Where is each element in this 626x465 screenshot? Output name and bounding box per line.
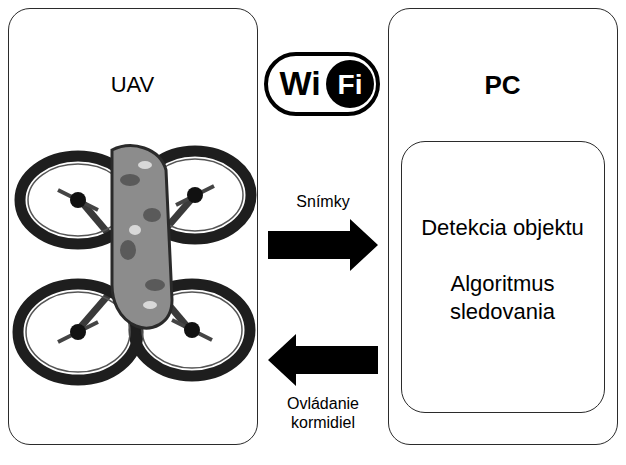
box-title: UAV [33, 71, 233, 99]
drone-picture [18, 146, 251, 380]
wifi-circle [326, 60, 374, 108]
drone-hull [112, 146, 172, 328]
module-box: Detekcia objektuAlgoritmus sledovania [401, 141, 605, 413]
logo-text: Wi [274, 63, 326, 104]
system-box: UAV [8, 8, 258, 445]
system-box: PC Detekcia objektuAlgoritmus sledovania [388, 8, 618, 445]
arrow-label: Ovládanie kormidiel [268, 394, 378, 432]
wifi-logo [266, 54, 378, 114]
box-title: PC [403, 69, 603, 102]
logo-text: Fi [326, 68, 374, 102]
box-text: Algoritmus sledovania [433, 270, 573, 325]
box-text: Detekcia objektu [408, 214, 598, 242]
wifi-frame [266, 54, 378, 114]
hull-light [129, 161, 157, 309]
block-arrow [268, 219, 378, 271]
arrow-label: Snímky [268, 192, 378, 211]
hull-camo [120, 174, 165, 291]
block-arrow [268, 334, 378, 386]
